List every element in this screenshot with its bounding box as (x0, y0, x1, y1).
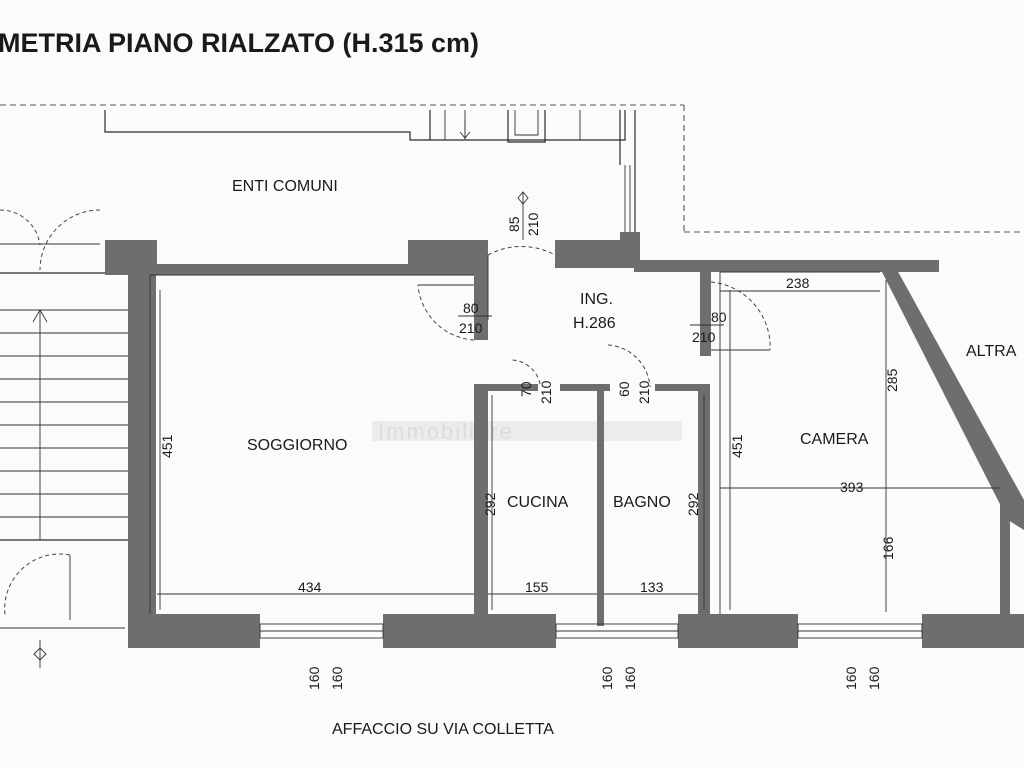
dim-window-1b: 160 (329, 666, 345, 690)
dim-soggiorno-w: 434 (298, 579, 322, 595)
windows (259, 623, 923, 639)
dim-window-1a: 160 (306, 666, 322, 690)
dim-window-2b: 160 (622, 666, 638, 690)
dim-soggiorno-door-h: 210 (459, 320, 483, 336)
dim-camera-w: 393 (840, 479, 864, 495)
room-bagno: BAGNO (613, 494, 671, 511)
walls (105, 232, 1024, 648)
dim-camera-top-w: 238 (786, 275, 810, 291)
dim-entrance-door-w: 85 (506, 216, 522, 232)
dim-soggiorno-door-w: 80 (463, 300, 479, 316)
dim-cucina-w: 155 (525, 579, 549, 595)
dim-soggiorno-h: 451 (159, 434, 175, 458)
room-camera: CAMERA (800, 431, 869, 448)
plan-title: METRIA PIANO RIALZATO (H.315 cm) (0, 28, 479, 58)
staircase (0, 272, 128, 668)
room-ing-height: H.286 (573, 315, 616, 332)
dimension-lines (157, 191, 1000, 612)
dim-bagno-w: 133 (640, 579, 664, 595)
enti-comuni-label: ENTI COMUNI (232, 178, 338, 195)
dim-cucina-door-h: 210 (538, 380, 554, 404)
dim-bagno-h: 292 (685, 492, 701, 516)
dim-camera-h: 451 (729, 434, 745, 458)
room-outlines (149, 271, 880, 614)
watermark-text: Immobiliare (378, 419, 514, 444)
dim-window-2a: 160 (599, 666, 615, 690)
dim-camera-h-upper: 285 (884, 368, 900, 392)
room-soggiorno: SOGGIORNO (247, 437, 347, 454)
dim-cucina-door-w: 70 (518, 381, 534, 397)
dim-camera-door-h: 210 (692, 329, 716, 345)
room-cucina: CUCINA (507, 494, 569, 511)
dim-window-3a: 160 (843, 666, 859, 690)
dim-bagno-door-h: 210 (636, 380, 652, 404)
room-ing: ING. (580, 291, 613, 308)
dim-entrance-door-h: 210 (525, 212, 541, 236)
dim-cucina-h: 292 (482, 492, 498, 516)
dim-window-3b: 160 (866, 666, 882, 690)
dim-bagno-door-w: 60 (616, 381, 632, 397)
dim-camera-h-lower: 166 (880, 536, 896, 560)
doors (417, 246, 771, 388)
watermark: Immobiliare (372, 419, 682, 444)
altra-label: ALTRA (966, 343, 1017, 360)
facade-label: AFFACCIO SU VIA COLLETTA (332, 721, 554, 738)
dim-camera-door-w: 80 (711, 309, 727, 325)
common-areas: ENTI COMUNI (0, 104, 1024, 271)
